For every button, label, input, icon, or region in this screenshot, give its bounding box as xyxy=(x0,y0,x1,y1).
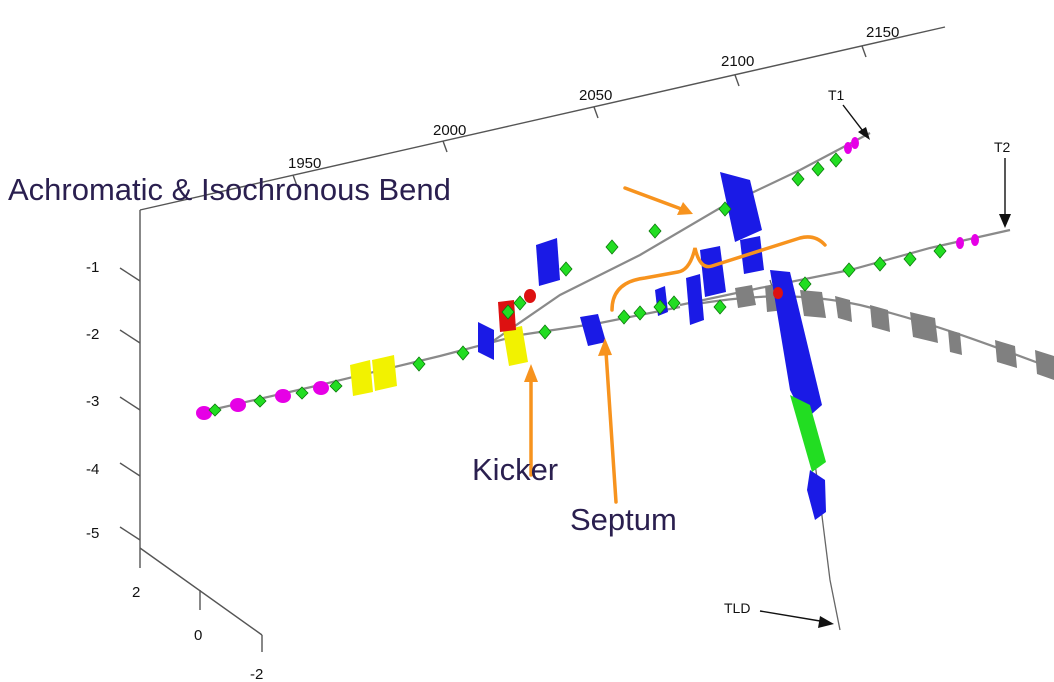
beamline-label-t2: T2 xyxy=(994,139,1011,155)
z-axis xyxy=(119,210,141,548)
x-tick-1950: 1950 xyxy=(288,155,321,172)
dipole xyxy=(536,238,560,286)
t1-line xyxy=(479,132,871,351)
x-tick-2050: 2050 xyxy=(579,87,612,104)
beamline-label-tld: TLD xyxy=(724,600,750,616)
z-tick-minus1: -1 xyxy=(86,259,99,276)
kicker-magnets xyxy=(350,326,528,396)
z-tick-minus3: -3 xyxy=(86,393,99,410)
callout-kicker: Kicker xyxy=(472,452,558,487)
bend-bracket xyxy=(610,235,827,312)
x-tick-2100: 2100 xyxy=(721,53,754,70)
x-tick-2150: 2150 xyxy=(866,24,899,41)
bend-arrow-line xyxy=(623,186,686,212)
dipole xyxy=(580,314,606,346)
z-tick-minus5: -5 xyxy=(86,525,99,542)
x-axis xyxy=(139,26,946,211)
tld-quad-green xyxy=(790,395,826,472)
t1-arrow xyxy=(842,104,870,140)
y-tick-2: 2 xyxy=(132,584,140,601)
tld-dipole-lower xyxy=(807,470,826,520)
y-tick-minus2: -2 xyxy=(250,666,263,682)
dipole xyxy=(478,322,494,360)
beamline-label-t1: T1 xyxy=(828,87,845,103)
quadrupole-magnets xyxy=(208,152,947,417)
annotation-arrows xyxy=(529,186,827,504)
dipole-magnets xyxy=(478,172,826,520)
dipole xyxy=(720,172,762,242)
beam-lines xyxy=(197,132,1053,631)
sextupole-magnets xyxy=(196,137,979,420)
callout-achromatic-bend: Achromatic & Isochronous Bend xyxy=(8,172,451,207)
x-tick-2000: 2000 xyxy=(433,122,466,139)
callout-septum: Septum xyxy=(570,502,677,537)
y-tick-0: 0 xyxy=(194,627,202,644)
z-tick-minus4: -4 xyxy=(86,461,99,478)
dipole xyxy=(700,246,726,297)
tld-dipole-upper xyxy=(770,270,822,420)
dipole xyxy=(686,274,704,325)
z-tick-minus2: -2 xyxy=(86,326,99,343)
y-axis xyxy=(139,547,263,652)
t2-arrow xyxy=(999,158,1011,228)
tld-arrow xyxy=(759,610,834,628)
annotation-arrowheads xyxy=(524,202,693,382)
septum-arrow-line xyxy=(604,350,618,504)
kicker-marked xyxy=(503,326,528,366)
